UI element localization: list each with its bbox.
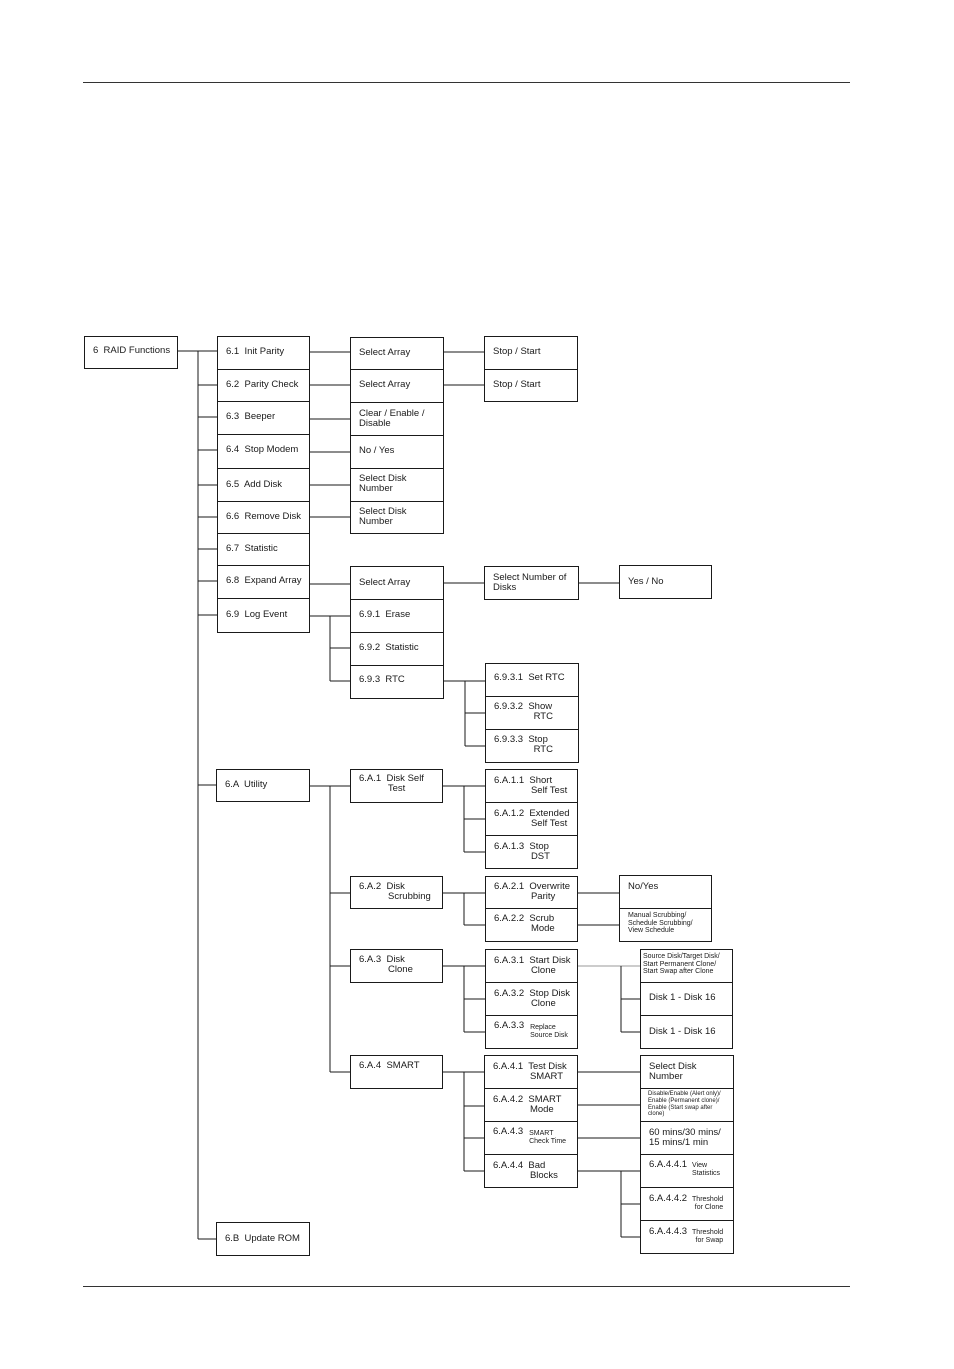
smart-check-time-label-2: Check Time bbox=[529, 1137, 567, 1145]
node-disk-scrubbing: 6.A.2 Disk Scrubbing bbox=[350, 876, 443, 909]
node-stop-disk-clone: 6.A.3.2 Stop Disk Clone bbox=[485, 982, 578, 1016]
node-short-self-test: 6.A.1.1 Short Self Test bbox=[485, 769, 578, 803]
node-smart-check-time: 6.A.4.3 SMART Check Time bbox=[484, 1121, 578, 1155]
node-stop-dst: 6.A.1.3 Stop DST bbox=[485, 835, 578, 869]
node-smart-mode-options: Disable/Enable (Alert only)/Enable (Perm… bbox=[640, 1088, 734, 1122]
node-add-disk: 6.5 Add Disk bbox=[217, 468, 310, 502]
replace-source-disk-label-1: Replace bbox=[530, 1024, 556, 1031]
node-disk-self-test: 6.A.1 Disk Self Test bbox=[350, 769, 443, 803]
replace-source-disk-label-2: Source Disk bbox=[530, 1031, 568, 1039]
threshold-clone-label-1: Threshold bbox=[692, 1196, 724, 1203]
view-statistics-label-1: View bbox=[692, 1162, 708, 1169]
node-overwrite-parity: 6.A.2.1 Overwrite Parity bbox=[485, 876, 578, 909]
threshold-swap-number: 6.A.4.4.3 bbox=[649, 1226, 688, 1237]
node-clear-enable-disable: Clear / Enable /Disable bbox=[350, 402, 444, 436]
node-utility: 6.A Utility bbox=[216, 769, 310, 802]
node-clone-options: Source Disk/Target Disk/Start Permanent … bbox=[640, 949, 733, 983]
smart-check-time-number: 6.A.4.3 bbox=[493, 1126, 524, 1137]
node-test-disk-smart: 6.A.4.1 Test Disk SMART bbox=[484, 1055, 578, 1089]
node-threshold-swap: 6.A.4.4.3 Threshold for Swap bbox=[640, 1220, 734, 1254]
bottom-rule bbox=[83, 1286, 850, 1287]
node-smart-mode: 6.A.4.2 SMART Mode bbox=[484, 1088, 578, 1122]
node-disk-range-1: Disk 1 - Disk 16 bbox=[640, 982, 733, 1016]
node-raid-functions: 6 RAID Functions bbox=[84, 336, 178, 369]
node-remove-disk: 6.6 Remove Disk bbox=[217, 501, 310, 534]
node-stop-start-1: Stop / Start bbox=[484, 336, 578, 370]
node-update-rom: 6.B Update ROM bbox=[216, 1222, 310, 1256]
threshold-swap-label-1: Threshold bbox=[692, 1229, 724, 1236]
node-expand-array: 6.8 Expand Array bbox=[217, 565, 310, 599]
node-set-rtc: 6.9.3.1 Set RTC bbox=[485, 663, 579, 697]
node-no-yes-2: No/Yes bbox=[619, 875, 712, 909]
node-replace-source-disk: 6.A.3.3 Replace Source Disk bbox=[485, 1015, 578, 1049]
node-beeper: 6.3 Beeper bbox=[217, 401, 310, 435]
threshold-clone-number: 6.A.4.4.2 bbox=[649, 1193, 688, 1204]
replace-source-disk-number: 6.A.3.3 bbox=[494, 1020, 525, 1031]
node-statistic: 6.7 Statistic bbox=[217, 533, 310, 566]
node-rtc: 6.9.3 RTC bbox=[350, 665, 444, 699]
node-select-array-1: Select Array bbox=[350, 337, 444, 370]
node-select-array-3: Select Array bbox=[350, 566, 444, 600]
smart-check-time-label-1: SMART bbox=[529, 1130, 554, 1137]
node-bad-blocks: 6.A.4.4 Bad Blocks bbox=[484, 1154, 578, 1188]
node-init-parity: 6.1 Init Parity bbox=[217, 336, 310, 370]
node-select-array-2: Select Array bbox=[350, 369, 444, 403]
node-log-statistic: 6.9.2 Statistic bbox=[350, 632, 444, 666]
node-stop-modem: 6.4 Stop Modem bbox=[217, 434, 310, 469]
node-stop-start-2: Stop / Start bbox=[484, 369, 578, 402]
node-check-time-options: 60 mins/30 mins/15 mins/1 min bbox=[640, 1121, 734, 1155]
node-disk-clone: 6.A.3 Disk Clone bbox=[350, 949, 443, 983]
node-stop-rtc: 6.9.3.3 Stop RTC bbox=[485, 729, 579, 763]
node-no-yes: No / Yes bbox=[350, 435, 444, 469]
node-extended-self-test: 6.A.1.2 Extended Self Test bbox=[485, 802, 578, 836]
node-show-rtc: 6.9.3.2 Show RTC bbox=[485, 696, 579, 730]
node-view-statistics: 6.A.4.4.1 View Statistics bbox=[640, 1154, 734, 1188]
node-scrub-mode: 6.A.2.2 Scrub Mode bbox=[485, 908, 578, 942]
node-smart: 6.A.4 SMART bbox=[350, 1055, 443, 1089]
threshold-swap-label-2: for Swap bbox=[695, 1236, 724, 1244]
node-yes-no: Yes / No bbox=[619, 565, 712, 599]
node-erase: 6.9.1 Erase bbox=[350, 599, 444, 633]
view-statistics-label-2: Statistics bbox=[692, 1169, 721, 1177]
node-start-disk-clone: 6.A.3.1 Start Disk Clone bbox=[485, 949, 578, 983]
node-parity-check: 6.2 Parity Check bbox=[217, 369, 310, 402]
node-disk-range-2: Disk 1 - Disk 16 bbox=[640, 1015, 733, 1049]
top-rule bbox=[83, 82, 850, 83]
node-threshold-clone: 6.A.4.4.2 Threshold for Clone bbox=[640, 1187, 734, 1221]
node-scrub-options: Manual Scrubbing/Schedule Scrubbing/View… bbox=[619, 908, 712, 942]
view-statistics-number: 6.A.4.4.1 bbox=[649, 1159, 688, 1170]
node-log-event: 6.9 Log Event bbox=[217, 598, 310, 633]
threshold-clone-label-2: for Clone bbox=[694, 1203, 724, 1211]
